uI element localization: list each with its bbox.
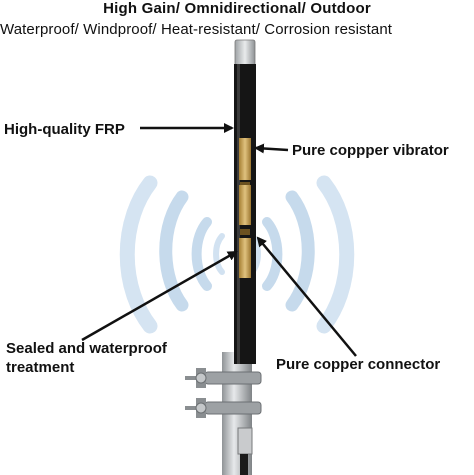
antenna-body [234, 39, 256, 364]
feature-line: Waterproof/ Windproof/ Heat-resistant/ C… [0, 21, 393, 38]
callout-frp: High-quality FRP [4, 121, 125, 138]
mast-pole [185, 352, 262, 475]
page-title: High Gain/ Omnidirectional/ Outdoor [103, 0, 371, 17]
callout-sealed-line2: treatment [6, 359, 75, 376]
callout-sealed-line1: Sealed and waterproof [6, 340, 167, 357]
callout-arrows [81, 123, 357, 357]
callout-connector: Pure copper connector [276, 356, 441, 373]
signal-wave-icon [249, 175, 355, 334]
signal-wave-icon [119, 175, 225, 334]
callout-vibrator: Pure coppper vibrator [292, 142, 449, 159]
